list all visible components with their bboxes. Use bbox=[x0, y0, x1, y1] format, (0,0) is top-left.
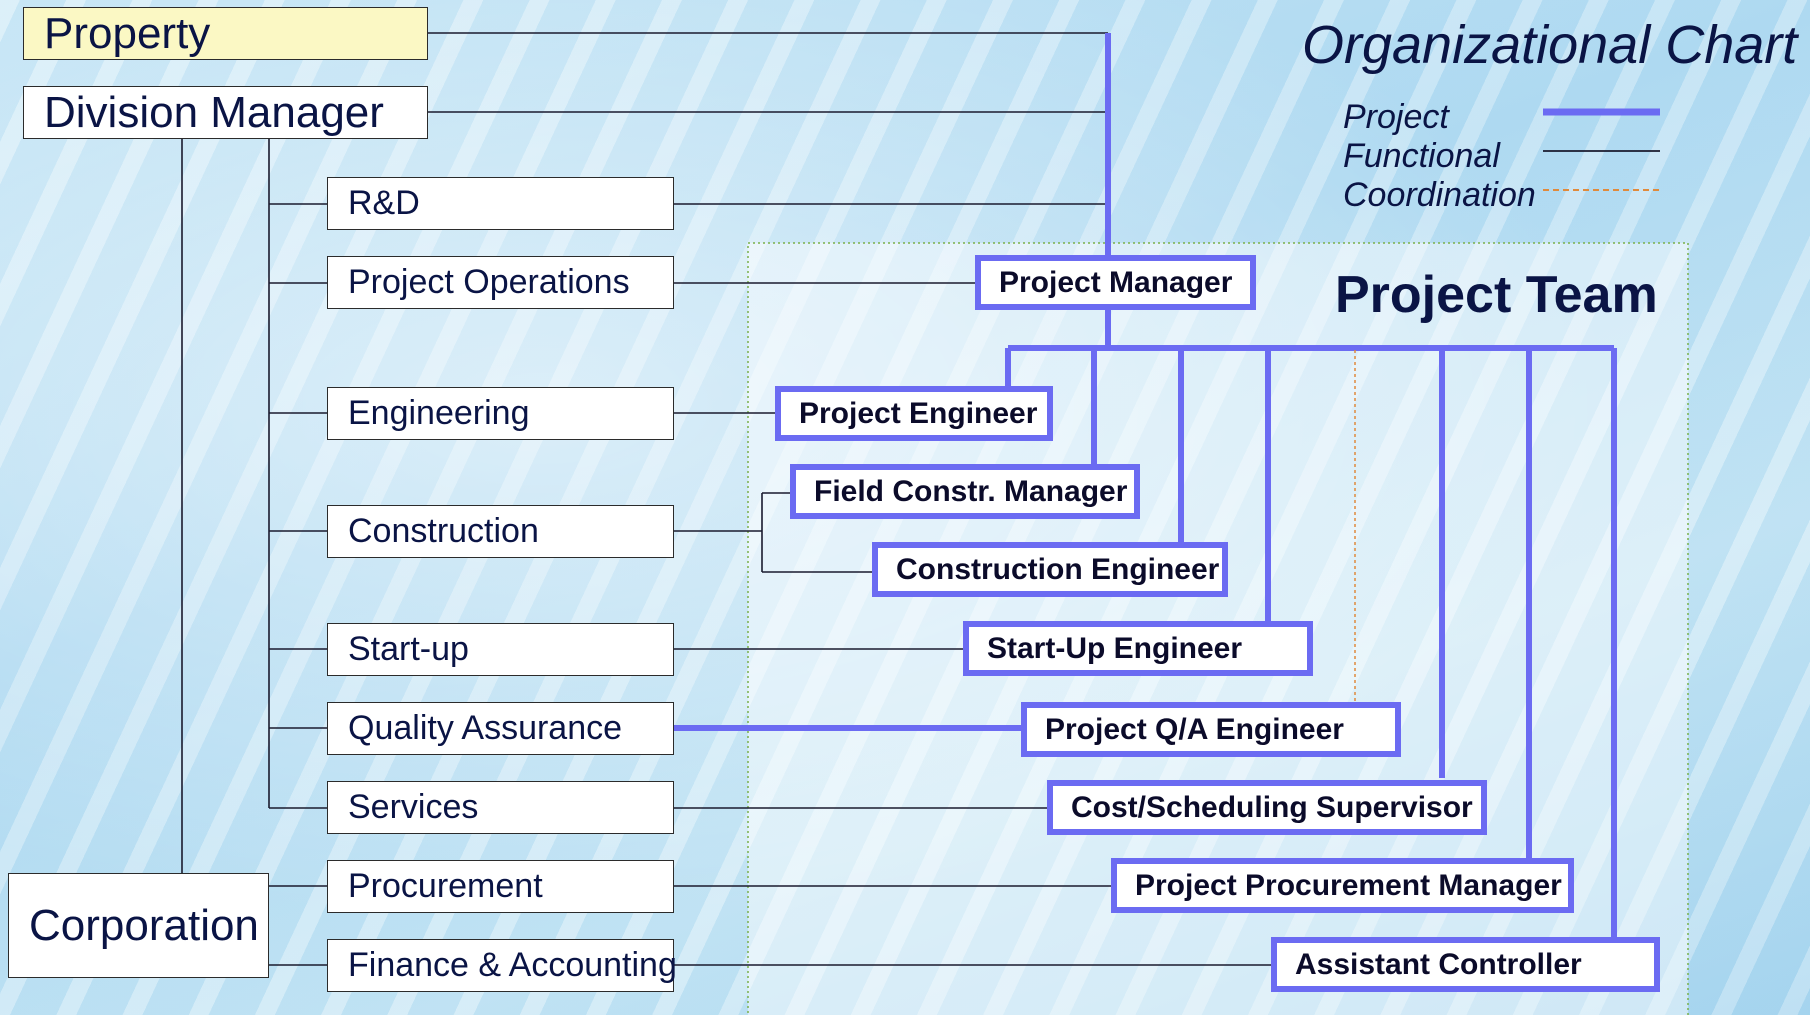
project-operations-box: Project Operations bbox=[327, 256, 674, 309]
startup-engineer-box: Start-Up Engineer bbox=[963, 621, 1313, 676]
construction-engineer-box: Construction Engineer bbox=[872, 542, 1228, 597]
project-engineer-box: Project Engineer bbox=[775, 386, 1053, 441]
division-manager-box: Division Manager bbox=[23, 86, 428, 139]
legend-coordination-label: Coordination bbox=[1343, 176, 1536, 214]
services-box: Services bbox=[327, 781, 674, 834]
construction-box: Construction bbox=[327, 505, 674, 558]
property-box: Property bbox=[23, 7, 428, 60]
project-procurement-manager-box: Project Procurement Manager bbox=[1111, 858, 1574, 913]
legend-project-label: Project bbox=[1343, 98, 1449, 136]
corporation-box: Corporation bbox=[8, 873, 269, 978]
startup-box: Start-up bbox=[327, 623, 674, 676]
chart-title: Organizational Chart bbox=[1302, 15, 1798, 75]
project-manager-box: Project Manager bbox=[975, 255, 1256, 310]
project-team-title: Project Team bbox=[1335, 266, 1658, 324]
project-lines bbox=[674, 33, 1617, 937]
project-qa-engineer-box: Project Q/A Engineer bbox=[1021, 702, 1401, 757]
functional-lines bbox=[181, 32, 1271, 966]
assistant-controller-box: Assistant Controller bbox=[1271, 937, 1660, 992]
cost-scheduling-supervisor-box: Cost/Scheduling Supervisor bbox=[1047, 780, 1487, 835]
quality-assurance-box: Quality Assurance bbox=[327, 702, 674, 755]
engineering-box: Engineering bbox=[327, 387, 674, 440]
rd-box: R&D bbox=[327, 177, 674, 230]
finance-accounting-box: Finance & Accounting bbox=[327, 939, 677, 992]
legend-functional-label: Functional bbox=[1343, 137, 1500, 175]
field-constr-manager-box: Field Constr. Manager bbox=[790, 464, 1140, 519]
procurement-box: Procurement bbox=[327, 860, 674, 913]
